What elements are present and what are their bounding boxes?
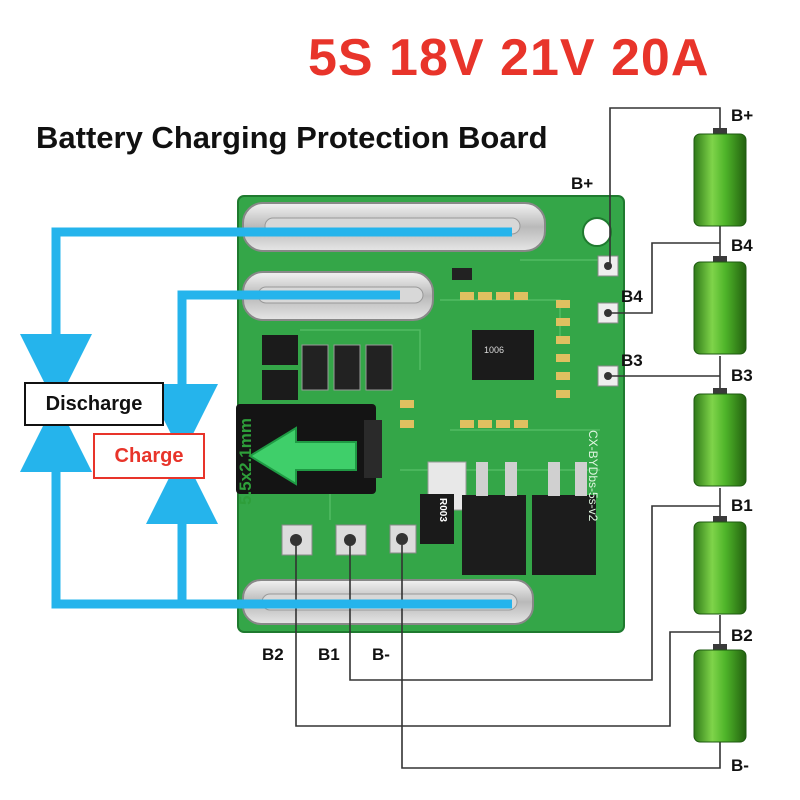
cell-label-b2: B2: [731, 626, 753, 645]
board-terminal-b-plus: B+: [571, 174, 594, 193]
solder-pads: [281, 255, 619, 556]
bottom-terminal-b2: B2: [262, 645, 284, 664]
bottom-terminal-b1: B1: [318, 645, 340, 664]
battery-cell-4: [693, 516, 747, 615]
page-title: 5S 18V 21V 20A: [308, 29, 710, 87]
battery-cell-2: [693, 256, 747, 355]
cell-label-b4: B4: [731, 236, 753, 255]
battery-cell-3: [693, 388, 747, 487]
connector-size-label: 5.5x2.1mm: [236, 418, 255, 505]
battery-cell-1: [693, 128, 747, 227]
charge-arrow-icon: [248, 426, 357, 486]
resistor-marking: R003: [437, 498, 448, 522]
battery-cells: [693, 128, 747, 743]
mosfets: [427, 461, 596, 575]
chip-marking: 1006: [484, 345, 505, 355]
board-terminal-b3: B3: [621, 351, 643, 370]
charge-label: Charge: [93, 433, 205, 479]
bottom-terminal-b-minus: B-: [372, 645, 390, 664]
cell-label-b-plus: B+: [731, 106, 754, 125]
discharge-flow: [20, 227, 512, 609]
cell-label-b-minus: B-: [731, 756, 749, 775]
smd-components: [262, 268, 570, 428]
charge-flow: [146, 290, 400, 604]
contact-strip-top: [242, 202, 546, 252]
board-terminal-b4: B4: [621, 287, 643, 306]
battery-cell-5: [693, 644, 747, 743]
page-subtitle: Battery Charging Protection Board: [36, 120, 548, 155]
cell-wiring: [295, 107, 721, 769]
board-silkscreen: CX-BYDbs-5s-v2: [586, 430, 600, 522]
cell-label-b1: B1: [731, 496, 753, 515]
discharge-label: Discharge: [24, 382, 164, 426]
cell-label-b3: B3: [731, 366, 753, 385]
shunt-resistor: [420, 494, 454, 544]
